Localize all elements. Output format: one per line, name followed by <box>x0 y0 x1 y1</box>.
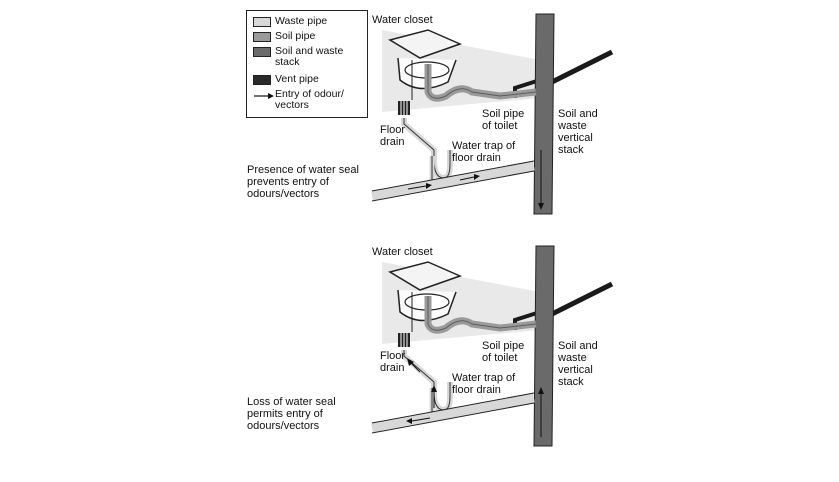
arrow-icon <box>254 93 274 99</box>
waste-pipe <box>371 161 535 201</box>
legend-entry-of-odour: Entry of odour/ vectors <box>275 88 344 111</box>
soil-waste-stack-swatch <box>253 47 271 57</box>
legend-soil-pipe: Soil pipe <box>275 30 316 42</box>
water-closet-label: Water closet <box>372 246 433 258</box>
legend: Waste pipe Soil pipe Soil and waste stac… <box>246 10 368 118</box>
legend-waste-pipe: Waste pipe <box>275 15 328 27</box>
bottom-panel-drawing <box>371 245 614 447</box>
waste-pipe-swatch <box>253 17 271 27</box>
legend-vent-pipe: Vent pipe <box>275 73 319 85</box>
soil-pipe-swatch <box>253 32 271 42</box>
vent-pipe <box>538 49 614 91</box>
caption-loss: Loss of water seal permits entry of odou… <box>247 396 336 432</box>
stack-label: Soil and waste vertical stack <box>558 340 598 388</box>
floor-drain-label: Floor drain <box>380 124 406 148</box>
stack-arrowhead <box>538 203 544 210</box>
soil-waste-stack <box>533 13 555 215</box>
stack-label: Soil and waste vertical stack <box>558 108 598 156</box>
water-trap-label: Water trap of floor drain <box>452 372 516 396</box>
caption-presence: Presence of water seal prevents entry of… <box>247 164 359 200</box>
vent-pipe-swatch <box>253 75 271 85</box>
water-trap-label: Water trap of floor drain <box>452 140 516 164</box>
top-panel-drawing <box>371 13 614 215</box>
water-closet-label: Water closet <box>372 14 433 26</box>
soil-pipe-of-toilet-label: Soil pipe of toilet <box>482 108 525 132</box>
legend-soil-waste-stack: Soil and waste stack <box>275 45 344 68</box>
floor-drain-label: Floor drain <box>380 350 406 374</box>
soil-pipe-of-toilet-label: Soil pipe of toilet <box>482 340 525 364</box>
